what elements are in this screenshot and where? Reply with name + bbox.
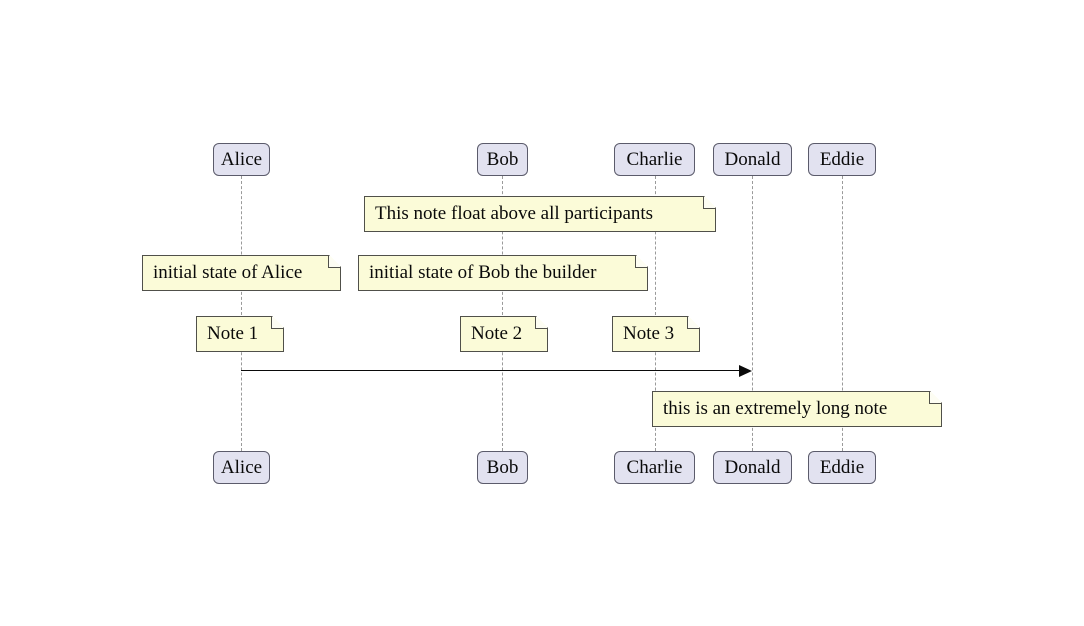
message-alice-to-donald-line (241, 370, 741, 371)
participant-bottom-alice[interactable]: Alice (213, 451, 270, 484)
note-1[interactable]: Note 1 (196, 316, 284, 352)
note-over-all-text: This note float above all participants (375, 203, 654, 224)
participant-top-charlie[interactable]: Charlie (614, 143, 695, 176)
participant-bottom-eddie[interactable]: Eddie (808, 451, 876, 484)
note-over-all-folded-corner-icon (703, 197, 715, 209)
lifeline-eddie (842, 176, 843, 451)
note-long[interactable]: this is an extremely long note (652, 391, 942, 427)
note-alice-initial[interactable]: initial state of Alice (142, 255, 341, 291)
participant-top-alice[interactable]: Alice (213, 143, 270, 176)
note-3-folded-corner-icon (687, 317, 699, 329)
participant-top-donald[interactable]: Donald (713, 143, 792, 176)
note-over-all[interactable]: This note float above all participants (364, 196, 716, 232)
note-1-folded-corner-icon (271, 317, 283, 329)
note-3-text: Note 3 (623, 323, 675, 344)
participant-top-bob[interactable]: Bob (477, 143, 528, 176)
lifeline-bob (502, 176, 503, 451)
lifeline-alice (241, 176, 242, 451)
note-bob-initial-folded-corner-icon (635, 256, 647, 268)
message-alice-to-donald-arrowhead-icon (739, 365, 752, 377)
note-alice-initial-folded-corner-icon (328, 256, 340, 268)
participant-bottom-bob[interactable]: Bob (477, 451, 528, 484)
note-bob-initial[interactable]: initial state of Bob the builder (358, 255, 648, 291)
note-long-folded-corner-icon (929, 392, 941, 404)
note-bob-initial-text: initial state of Bob the builder (369, 262, 597, 283)
participant-top-eddie[interactable]: Eddie (808, 143, 876, 176)
participant-bottom-charlie[interactable]: Charlie (614, 451, 695, 484)
note-3[interactable]: Note 3 (612, 316, 700, 352)
note-1-text: Note 1 (207, 323, 259, 344)
note-alice-initial-text: initial state of Alice (153, 262, 303, 283)
note-2[interactable]: Note 2 (460, 316, 548, 352)
participant-bottom-donald[interactable]: Donald (713, 451, 792, 484)
note-2-text: Note 2 (471, 323, 523, 344)
note-2-folded-corner-icon (535, 317, 547, 329)
lifeline-charlie (655, 176, 656, 451)
lifeline-donald (752, 176, 753, 451)
note-long-text: this is an extremely long note (663, 398, 888, 419)
